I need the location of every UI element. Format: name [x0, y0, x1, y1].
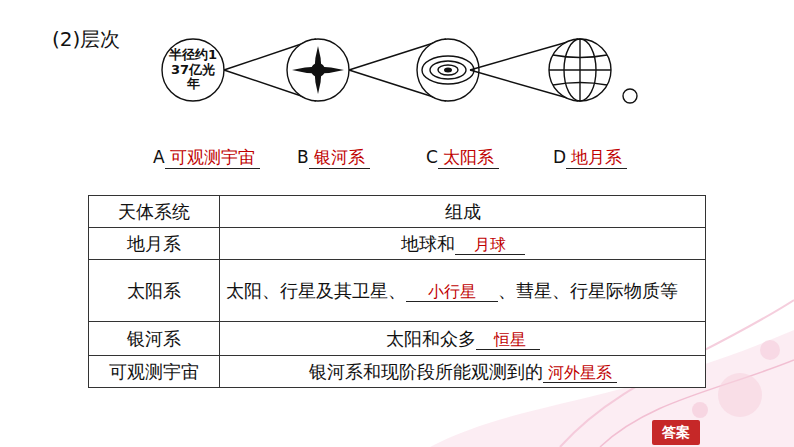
header-cell: 组成	[220, 196, 706, 228]
table-cell: 太阳系	[89, 260, 220, 322]
table-cell-text: 太阳系	[127, 280, 181, 301]
table-cell: 太阳和众多恒星	[220, 322, 706, 356]
table-cell-text: 太阳、行星及其卫星、	[226, 280, 406, 301]
section-title: (2)层次	[52, 26, 120, 53]
table-cell-text: 银河系	[127, 328, 181, 349]
table-cell: 可观测宇宙	[89, 356, 220, 388]
table-cell-text: 地月系	[127, 233, 181, 254]
table-cell-text: 地球和	[401, 233, 455, 254]
letter-label: C	[426, 147, 438, 167]
answer-blank: 地月系	[566, 148, 627, 169]
level-label: D地月系	[553, 147, 627, 169]
table-header: 组成	[445, 201, 481, 222]
table-cell: 银河系	[89, 322, 220, 356]
level-label: A可观测宇宙	[153, 147, 260, 169]
table-cell-text: 可观测宇宙	[109, 361, 199, 382]
answer-blank: 可观测宇宙	[165, 148, 260, 169]
composition-table: 天体系统 组成 地月系 地球和月球 太阳系 太阳、行星及其卫星、小行星、彗星、行…	[88, 195, 706, 388]
table-cell: 太阳、行星及其卫星、小行星、彗星、行星际物质等	[220, 260, 706, 322]
answer-blank: 月球	[455, 236, 525, 255]
answer-blank: 太阳系	[438, 148, 499, 169]
letter-label: D	[553, 147, 566, 167]
universe-circle-label: 半径约137亿光年	[168, 45, 218, 95]
answer-blank: 恒星	[476, 331, 540, 350]
letter-label: A	[153, 147, 165, 167]
answer-blank: 银河系	[309, 148, 370, 169]
table-cell: 银河系和现阶段所能观测到的河外星系	[220, 356, 706, 388]
table-header: 天体系统	[118, 201, 190, 222]
table-cell: 地月系	[89, 228, 220, 260]
table-cell-text: 太阳和众多	[386, 328, 476, 349]
table-cell-text: 、彗星、行星际物质等	[498, 280, 678, 301]
answer-button: 答案	[652, 420, 700, 445]
level-label: C太阳系	[426, 147, 499, 169]
answer-blank: 小行星	[406, 283, 498, 302]
answer-blank: 河外星系	[543, 364, 617, 383]
level-label: B银河系	[297, 147, 370, 169]
table-cell-text: 银河系和现阶段所能观测到的	[309, 361, 543, 382]
letter-label: B	[297, 147, 309, 167]
table-cell: 地球和月球	[220, 228, 706, 260]
node-text: 答案	[652, 420, 700, 445]
node-text: 半径约137亿光年	[168, 48, 218, 93]
header-cell: 天体系统	[89, 196, 220, 228]
title-text: (2)层次	[52, 27, 120, 51]
